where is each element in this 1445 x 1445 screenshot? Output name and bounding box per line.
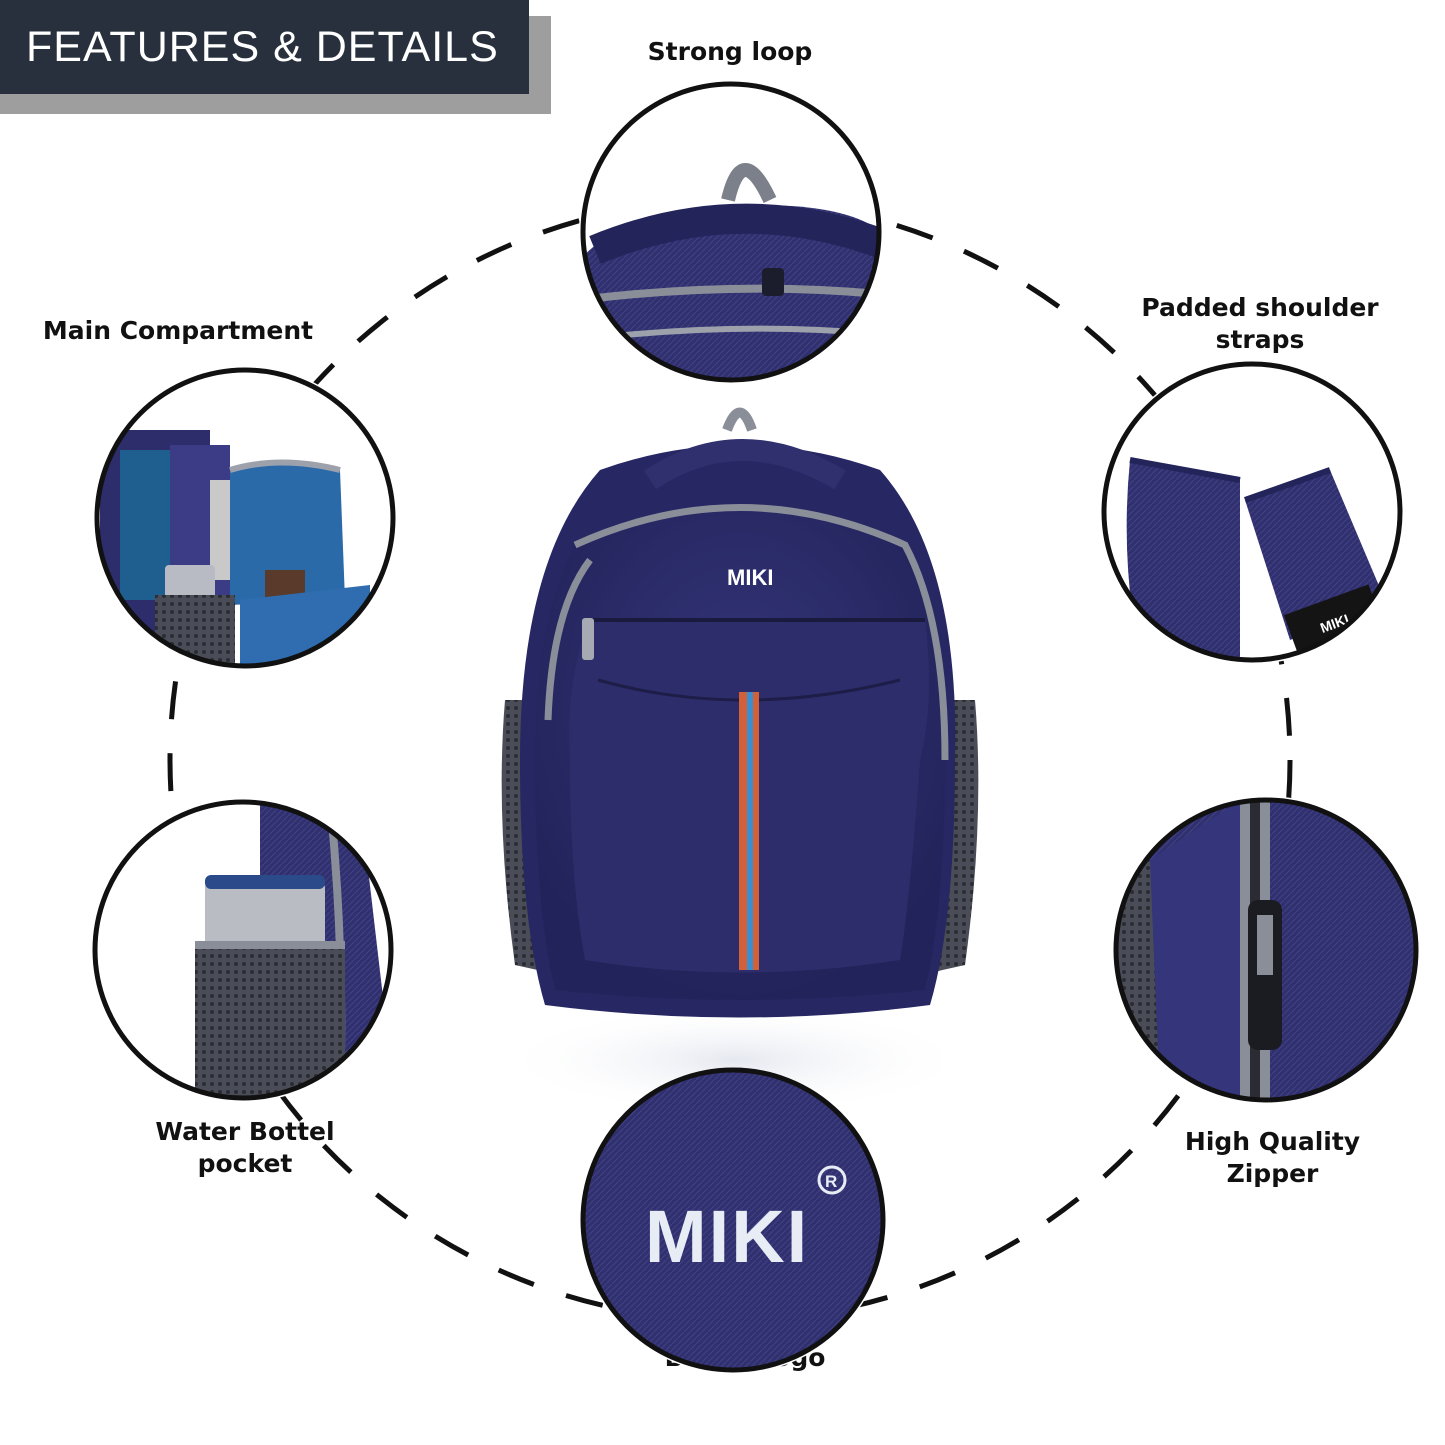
label-main-compartment: Main Compartment [42,316,314,345]
bubble-strong-loop [583,84,879,380]
label-shoulder-straps: Padded shoulder straps [1141,293,1379,354]
label-water-bottle: Water Bottel pocket [155,1117,335,1178]
bubble-brand-logo: MIKI R [583,1070,883,1370]
label-zipper: High Quality Zipper [1184,1127,1361,1188]
registered-mark: R [825,1172,837,1191]
bubble-shoulder-straps: MIKI [1104,364,1400,660]
backpack-brand-mark: MIKI [727,565,773,590]
label-strong-loop: Strong loop [647,37,813,66]
banner-title: FEATURES & DETAILS [0,0,529,94]
backpack-image: MIKI [495,407,979,1115]
bubble-water-bottle [95,802,391,1098]
brand-logo-mark: MIKI [645,1195,809,1278]
